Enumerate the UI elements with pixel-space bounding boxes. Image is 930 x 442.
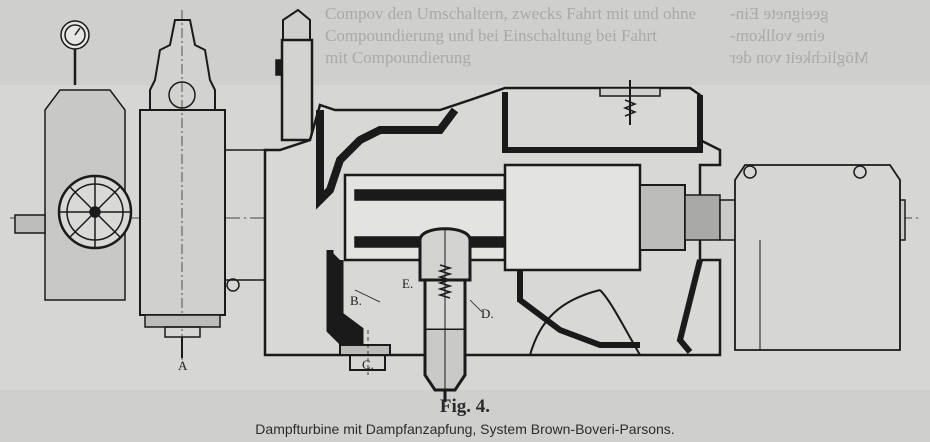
label-e: E. xyxy=(402,276,413,291)
turbine-casing xyxy=(263,80,722,357)
pressure-gauge xyxy=(60,20,90,85)
label-c: C. xyxy=(362,357,374,372)
generator xyxy=(719,164,906,351)
bleed-through-line: Compoundierung und bei Einschaltung bei … xyxy=(325,26,657,45)
governor-column xyxy=(139,10,265,360)
outlet-c xyxy=(339,330,391,375)
inlet-valve xyxy=(275,8,314,142)
label-a: A xyxy=(178,358,188,373)
label-b: B. xyxy=(350,293,362,308)
figure-number: Fig. 4. xyxy=(439,396,491,417)
figure-caption: Dampfturbine mit Dampfanzapfung, System … xyxy=(255,421,675,437)
extraction-valve xyxy=(418,227,472,402)
label-d: D. xyxy=(481,306,494,321)
bleed-through-line: mit Compoundierung xyxy=(325,48,471,67)
handwheel xyxy=(57,174,133,250)
bleed-through-line: Compov den Umschaltern, zwecks Fahrt mit… xyxy=(325,4,697,23)
